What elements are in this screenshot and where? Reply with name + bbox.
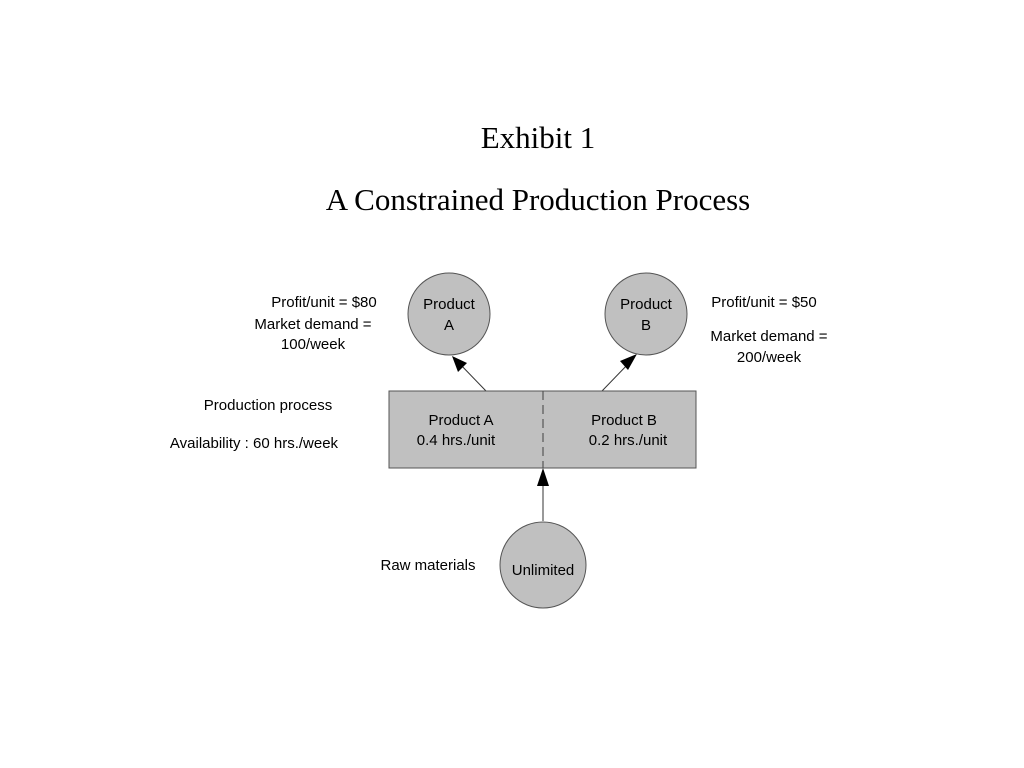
raw-materials-node-label: Unlimited — [512, 562, 575, 579]
product-b-node: Product B — [604, 272, 688, 356]
product-a-demand-line2: 100/week — [281, 336, 346, 353]
product-a-profit: Profit/unit = $80 — [271, 294, 376, 311]
exhibit-subtitle: A Constrained Production Process — [325, 182, 751, 217]
raw-materials-label: Raw materials — [380, 557, 475, 574]
product-b-profit: Profit/unit = $50 — [711, 294, 816, 311]
process-box: Product A 0.4 hrs./unit Product B 0.2 hr… — [388, 390, 697, 469]
product-b-demand-line1: Market demand = — [710, 328, 827, 345]
arrowhead-product-a — [452, 356, 467, 372]
process-box-rect — [388, 390, 697, 469]
product-a-label-line1: Product — [423, 296, 476, 313]
raw-materials-circle — [499, 521, 587, 609]
production-process-label: Production process — [204, 397, 332, 414]
exhibit-title: Exhibit 1 — [480, 120, 596, 155]
product-a-label-line2: A — [444, 317, 454, 334]
process-box-right-rate: 0.2 hrs./unit — [589, 432, 668, 449]
product-b-circle — [604, 272, 688, 356]
product-a-demand-line1: Market demand = — [254, 316, 371, 333]
product-b-demand-line2: 200/week — [737, 349, 802, 366]
raw-materials-node: Unlimited — [499, 521, 587, 609]
process-box-left-name: Product A — [428, 412, 493, 429]
product-b-label-line2: B — [641, 317, 651, 334]
product-b-label-line1: Product — [620, 296, 673, 313]
process-box-right-name: Product B — [591, 412, 657, 429]
availability-label: Availability : 60 hrs./week — [170, 435, 339, 452]
arrowhead-box — [537, 468, 549, 486]
product-a-circle — [407, 272, 491, 356]
product-a-node: Product A — [407, 272, 491, 356]
arrowhead-product-b — [620, 354, 637, 370]
process-box-left-rate: 0.4 hrs./unit — [417, 432, 496, 449]
